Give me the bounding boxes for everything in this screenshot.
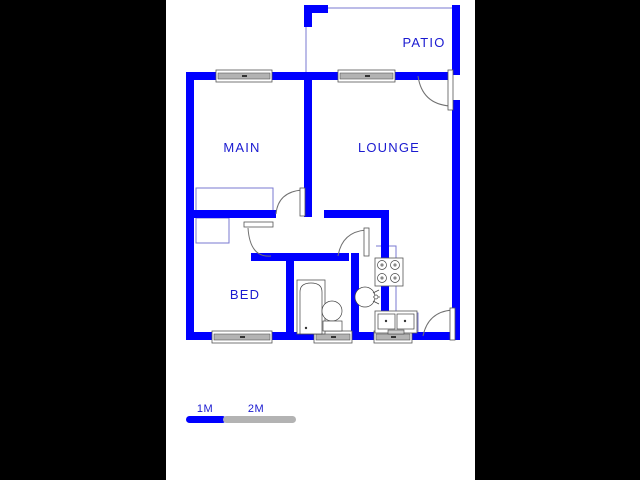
wall-north-left (186, 72, 216, 80)
wall-bed-bath-north (251, 253, 349, 261)
floor-plan-canvas: PATIO MAIN LOUNGE BED 1M 2M (166, 0, 475, 480)
wall-east-upper (452, 5, 460, 75)
wash-basin (354, 286, 380, 308)
kitchen-fixtures (374, 257, 418, 335)
room-label-patio: PATIO (402, 35, 445, 50)
cupboard-main-lower-outline (195, 217, 230, 244)
door-kitchen-east (422, 307, 456, 341)
wall-hall-east-upper (381, 210, 389, 270)
wall-south-4 (411, 332, 460, 340)
scale-bar-segment-2 (223, 416, 296, 423)
stove-four-plate (374, 257, 404, 287)
wall-main-south (186, 210, 276, 218)
scale-label-2m: 2M (248, 403, 264, 415)
room-label-main: MAIN (223, 140, 260, 155)
scale-label-1m: 1M (197, 403, 213, 415)
wall-north-right (394, 72, 452, 80)
wall-south-3 (351, 332, 376, 340)
door-bed (243, 221, 274, 257)
window-bed-bottom (211, 330, 273, 344)
bathroom-fixtures (296, 279, 380, 335)
wall-south-1 (186, 332, 214, 340)
door-hall (337, 227, 370, 257)
room-label-lounge: LOUNGE (358, 140, 420, 155)
door-lounge-east (417, 69, 454, 111)
wall-patio-stub-vertical (304, 5, 312, 27)
doors (243, 69, 456, 341)
wall-patio-stub-horizontal (304, 5, 328, 13)
wall-hall-north (324, 210, 389, 218)
window-main-top (215, 69, 273, 83)
toilet (321, 300, 343, 332)
window-lounge-top (337, 69, 396, 83)
scale-bar: 1M 2M (186, 403, 296, 423)
wall-bed-bath-divider (286, 253, 294, 340)
kitchen-double-sink (374, 310, 418, 335)
cupboard-main-upper-outline (195, 187, 274, 214)
floor-plan-drawing: PATIO MAIN LOUNGE BED 1M 2M (186, 5, 460, 423)
wall-east-lower (452, 100, 460, 340)
wall-hall-east-lower (381, 262, 389, 340)
wall-main-lounge-divider (304, 72, 312, 217)
room-label-bed: BED (230, 287, 260, 302)
bath-tub (296, 279, 326, 335)
door-main (275, 187, 306, 217)
room-labels: PATIO MAIN LOUNGE BED (223, 35, 445, 302)
wall-west (186, 72, 194, 340)
scale-bar-segment-1 (186, 416, 226, 423)
